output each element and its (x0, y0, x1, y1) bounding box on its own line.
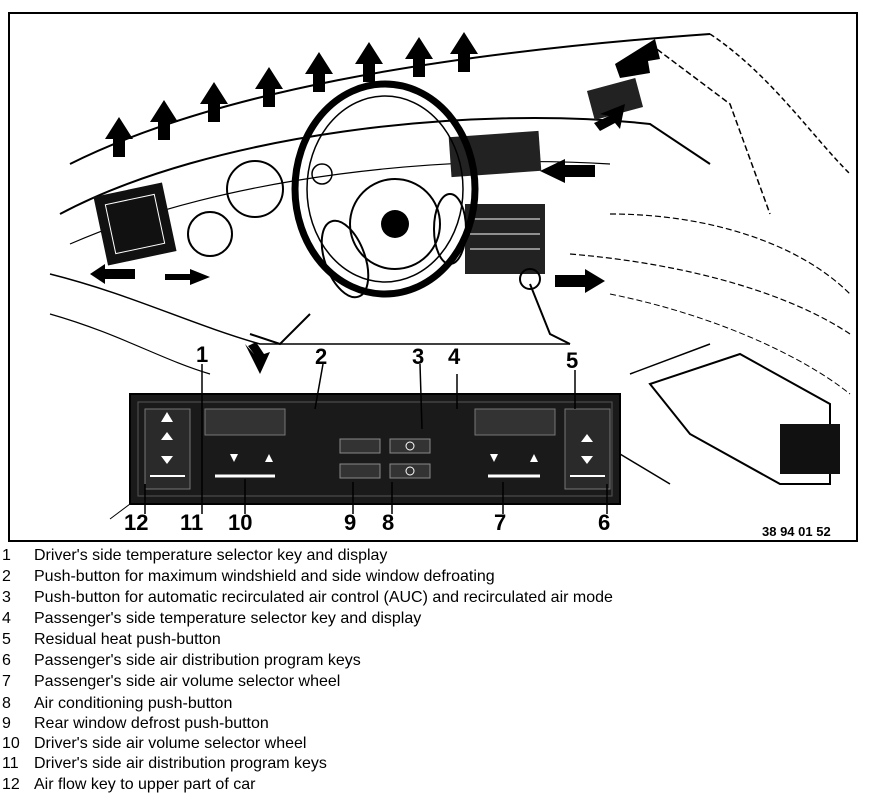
callout-7: 7 (494, 510, 507, 535)
callout-5: 5 (566, 348, 579, 373)
callout-11: 11 (180, 510, 204, 535)
legend-text: Air flow key to upper part of car (34, 776, 256, 793)
legend-text: Rear window defrost push-button (34, 715, 269, 732)
callout-12: 12 (124, 510, 149, 535)
legend-number: 1 (2, 547, 11, 564)
callout-4: 4 (448, 344, 461, 369)
legend-number: 4 (2, 610, 11, 627)
callout-1: 1 (196, 342, 209, 367)
legend-number: 5 (2, 631, 11, 648)
legend-text: Passenger's side air distribution progra… (34, 652, 361, 669)
figure-frame: 1 2 3 4 5 12 11 10 9 8 7 6 38 94 01 52 (8, 12, 858, 542)
legend-text: Passenger's side temperature selector ke… (34, 610, 422, 627)
legend-text: Driver's side temperature selector key a… (34, 547, 388, 564)
legend-number: 12 (2, 776, 20, 793)
legend-text: Push-button for automatic recirculated a… (34, 589, 613, 606)
legend-number: 11 (2, 755, 19, 772)
legend-text: Driver's side air distribution program k… (34, 755, 327, 772)
legend-number: 9 (2, 715, 11, 732)
dashboard-illustration (49, 32, 851, 520)
legend-text: Push-button for maximum windshield and s… (34, 568, 495, 585)
callout-10: 10 (228, 510, 253, 535)
legend-number: 8 (2, 695, 11, 712)
callout-3: 3 (412, 344, 425, 369)
legend-text: Driver's side air volume selector wheel (34, 735, 307, 752)
legend-number: 2 (2, 568, 11, 585)
legend-number: 7 (2, 673, 11, 690)
legend-number: 3 (2, 589, 11, 606)
legend-number: 6 (2, 652, 11, 669)
callout-9: 9 (344, 510, 357, 535)
legend-number: 10 (2, 735, 20, 752)
legend-text: Passenger's side air volume selector whe… (34, 673, 341, 690)
callout-6: 6 (598, 510, 611, 535)
callout-8: 8 (382, 510, 395, 535)
legend-text: Residual heat push-button (34, 631, 221, 648)
callout-2: 2 (315, 344, 328, 369)
legend-text: Air conditioning push-button (34, 695, 233, 712)
reference-code: 38 94 01 52 (762, 524, 831, 539)
